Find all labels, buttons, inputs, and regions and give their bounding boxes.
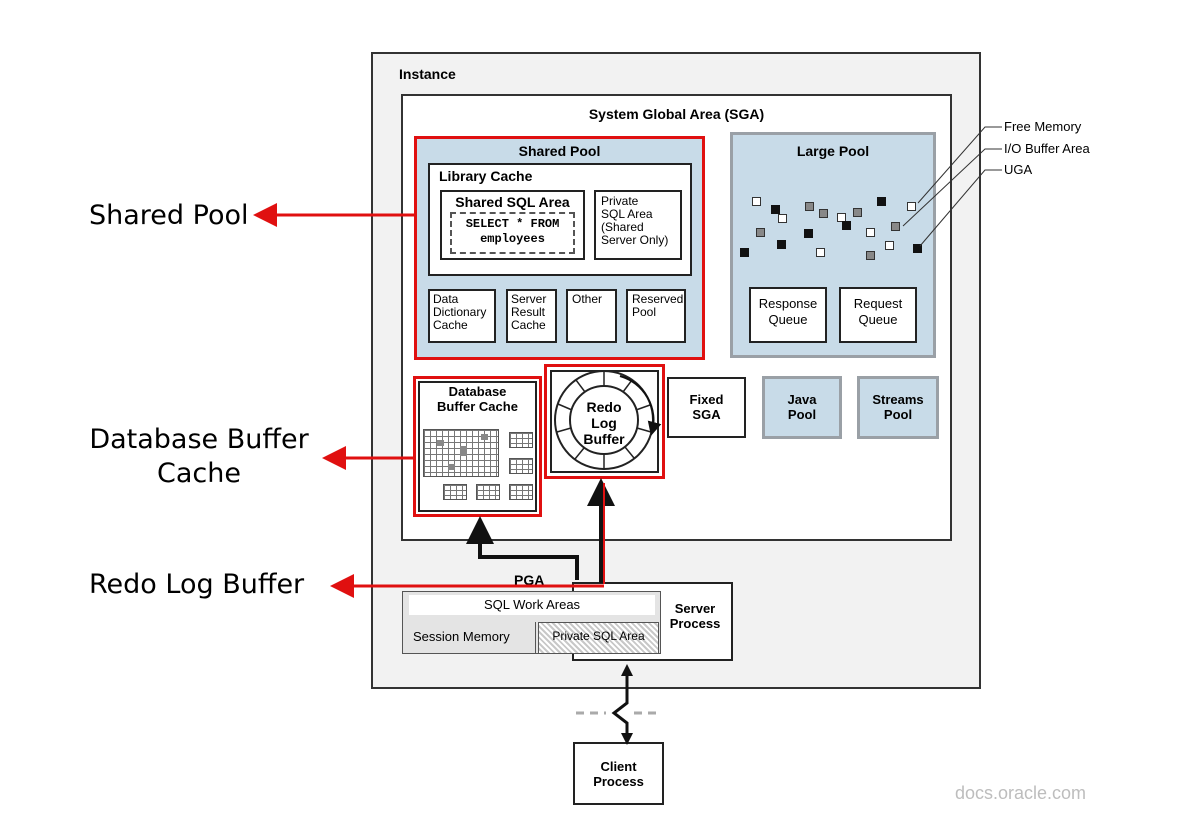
client-arrow-down <box>621 733 633 745</box>
memory-square-io <box>805 202 814 211</box>
streams-pool: Streams Pool <box>857 376 939 439</box>
sql-line-1: SELECT * FROM <box>465 217 560 231</box>
memory-square-io <box>891 222 900 231</box>
data-dictionary-cache: Data Dictionary Cache <box>428 289 496 343</box>
annotation-shared-pool: Shared Pool <box>89 200 249 231</box>
client-arrow-up <box>621 664 633 676</box>
memory-square-uga <box>777 240 786 249</box>
legend-io-buffer-area: I/O Buffer Area <box>1004 141 1090 156</box>
buffer-block-dirty <box>460 446 467 456</box>
buffer-block-dirty <box>448 464 455 470</box>
response-queue: Response Queue <box>749 287 827 343</box>
buffer-block-dirty <box>437 440 444 446</box>
redo-label-2: Log <box>591 415 617 431</box>
instance-label: Instance <box>399 66 456 82</box>
session-memory: Session Memory <box>402 622 536 654</box>
memory-square-free <box>907 202 916 211</box>
redo-label-3: Buffer <box>583 431 625 447</box>
sql-line-2: employees <box>480 232 545 246</box>
memory-square-uga <box>740 248 749 257</box>
legend-uga: UGA <box>1004 162 1033 177</box>
memory-square-io <box>866 251 875 260</box>
legend-line-uga <box>919 169 1002 247</box>
client-connection <box>611 672 629 736</box>
reserved-pool: Reserved Pool <box>626 289 686 343</box>
fixed-sga: Fixed SGA <box>667 377 746 438</box>
server-result-cache: Server Result Cache <box>506 289 557 343</box>
server-process-label: Server Process <box>669 601 721 631</box>
watermark: docs.oracle.com <box>955 783 1087 803</box>
buffer-block-dirty <box>481 434 488 440</box>
redo-label-1: Redo <box>587 399 622 415</box>
memory-square-io <box>756 228 765 237</box>
memory-square-uga <box>913 244 922 253</box>
redo-circular-arrow <box>619 375 662 436</box>
annotation-redo-log-buffer: Redo Log Buffer <box>89 569 305 600</box>
pga-title: PGA <box>514 572 545 588</box>
annotation-database-buffer-cache: Database Buffer Cache <box>89 424 309 489</box>
memory-square-free <box>816 248 825 257</box>
arrow-to-buffer-cache <box>466 516 579 580</box>
java-pool: Java Pool <box>762 376 842 439</box>
sql-work-areas: SQL Work Areas <box>409 595 655 615</box>
legend-free-memory: Free Memory <box>1004 119 1082 134</box>
library-cache-title: Library Cache <box>439 168 533 184</box>
large-pool-title: Large Pool <box>796 143 870 159</box>
buffer-grid-small <box>509 458 533 474</box>
buffer-grid-small <box>476 484 500 500</box>
buffer-grid-small <box>509 432 533 448</box>
memory-square-uga <box>771 205 780 214</box>
legend-line-free-memory <box>917 126 1002 204</box>
pga-private-sql-area: Private SQL Area <box>538 622 659 654</box>
memory-square-free <box>866 228 875 237</box>
sql-statement-box <box>450 212 575 254</box>
legend-line-io-buffer <box>902 148 1002 227</box>
memory-square-uga <box>877 197 886 206</box>
buffer-grid-small <box>509 484 533 500</box>
memory-square-free <box>885 241 894 250</box>
memory-square-free <box>752 197 761 206</box>
memory-square-uga <box>804 229 813 238</box>
memory-square-io <box>853 208 862 217</box>
request-queue: Request Queue <box>839 287 917 343</box>
memory-square-uga <box>842 221 851 230</box>
memory-square-free <box>837 213 846 222</box>
buffer-grid-small <box>443 484 467 500</box>
shared-pool-title: Shared Pool <box>518 143 601 159</box>
memory-square-io <box>819 209 828 218</box>
client-process: Client Process <box>573 742 664 805</box>
memory-square-free <box>778 214 787 223</box>
shared-sql-area-title: Shared SQL Area <box>455 194 570 210</box>
database-buffer-cache-inner <box>418 381 537 512</box>
sga-label: System Global Area (SGA) <box>588 106 765 122</box>
shared-sql-area <box>440 190 585 260</box>
other-component: Other <box>566 289 617 343</box>
database-buffer-cache-title: Database Buffer Cache <box>437 384 518 414</box>
private-sql-area-shared: Private SQL Area (Shared Server Only) <box>594 190 682 260</box>
